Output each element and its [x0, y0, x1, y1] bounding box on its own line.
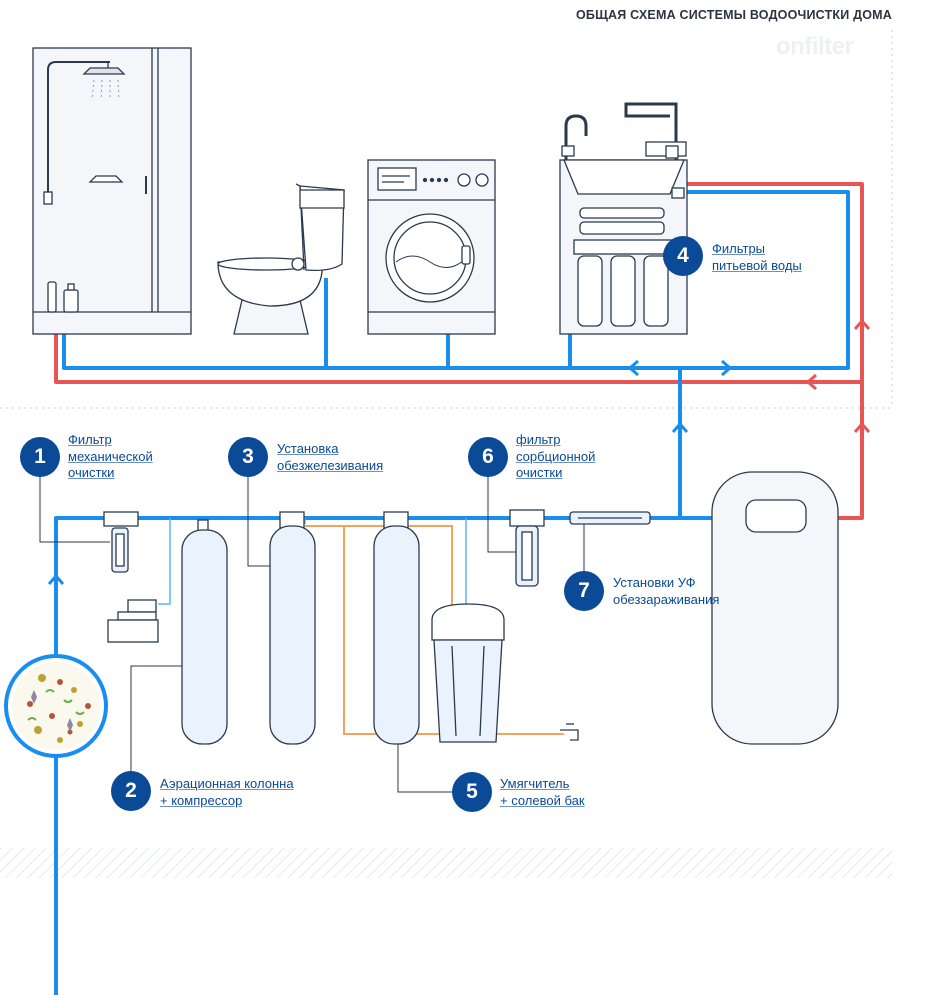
shower-icon — [32, 47, 192, 335]
step-6-badge: 6 — [468, 437, 508, 477]
uv-unit — [569, 511, 651, 525]
step-3-label: Установка обезжелезивания — [277, 441, 384, 473]
step-1-label: Фильтр механической очистки — [68, 432, 153, 480]
washing-machine-icon — [367, 159, 496, 335]
step-4-badge: 4 — [663, 236, 703, 276]
ground-hatch — [0, 848, 892, 878]
step-6-label: фильтр сорбционной очистки — [516, 432, 596, 480]
step-2-badge: 2 — [111, 771, 151, 811]
step-1-badge: 1 — [20, 437, 60, 477]
faucet-icon — [560, 723, 579, 741]
iron-removal-tank — [269, 511, 316, 745]
kitchen-sink-icon — [559, 102, 688, 335]
step-5-label: Умягчитель + солевой бак — [500, 776, 585, 808]
softener-tank — [373, 511, 420, 745]
floor-divider — [0, 30, 893, 409]
diagram-title: ОБЩАЯ СХЕМА СИСТЕМЫ ВОДООЧИСТКИ ДОМА — [576, 8, 892, 22]
step-4-label: Фильтры питьевой воды — [712, 241, 802, 273]
sorption-filter — [509, 509, 545, 587]
compressor — [107, 599, 159, 643]
salt-tank — [431, 603, 505, 743]
step-2-label: Аэрационная колонна + компрессор — [160, 776, 294, 808]
step-7-badge: 7 — [564, 571, 604, 611]
brand-logo: onfilter — [776, 33, 854, 60]
mechanical-filter — [103, 511, 139, 573]
step-7-label: Установки УФ обеззараживания — [613, 575, 720, 607]
water-heater-icon — [711, 471, 839, 745]
step-5-badge: 5 — [452, 772, 492, 812]
bacteria-icon — [4, 654, 108, 758]
hot-arrows — [805, 318, 871, 433]
toilet-icon — [217, 183, 345, 335]
step-3-badge: 3 — [228, 437, 268, 477]
cold-arrows — [47, 359, 733, 585]
aeration-column — [181, 519, 228, 745]
